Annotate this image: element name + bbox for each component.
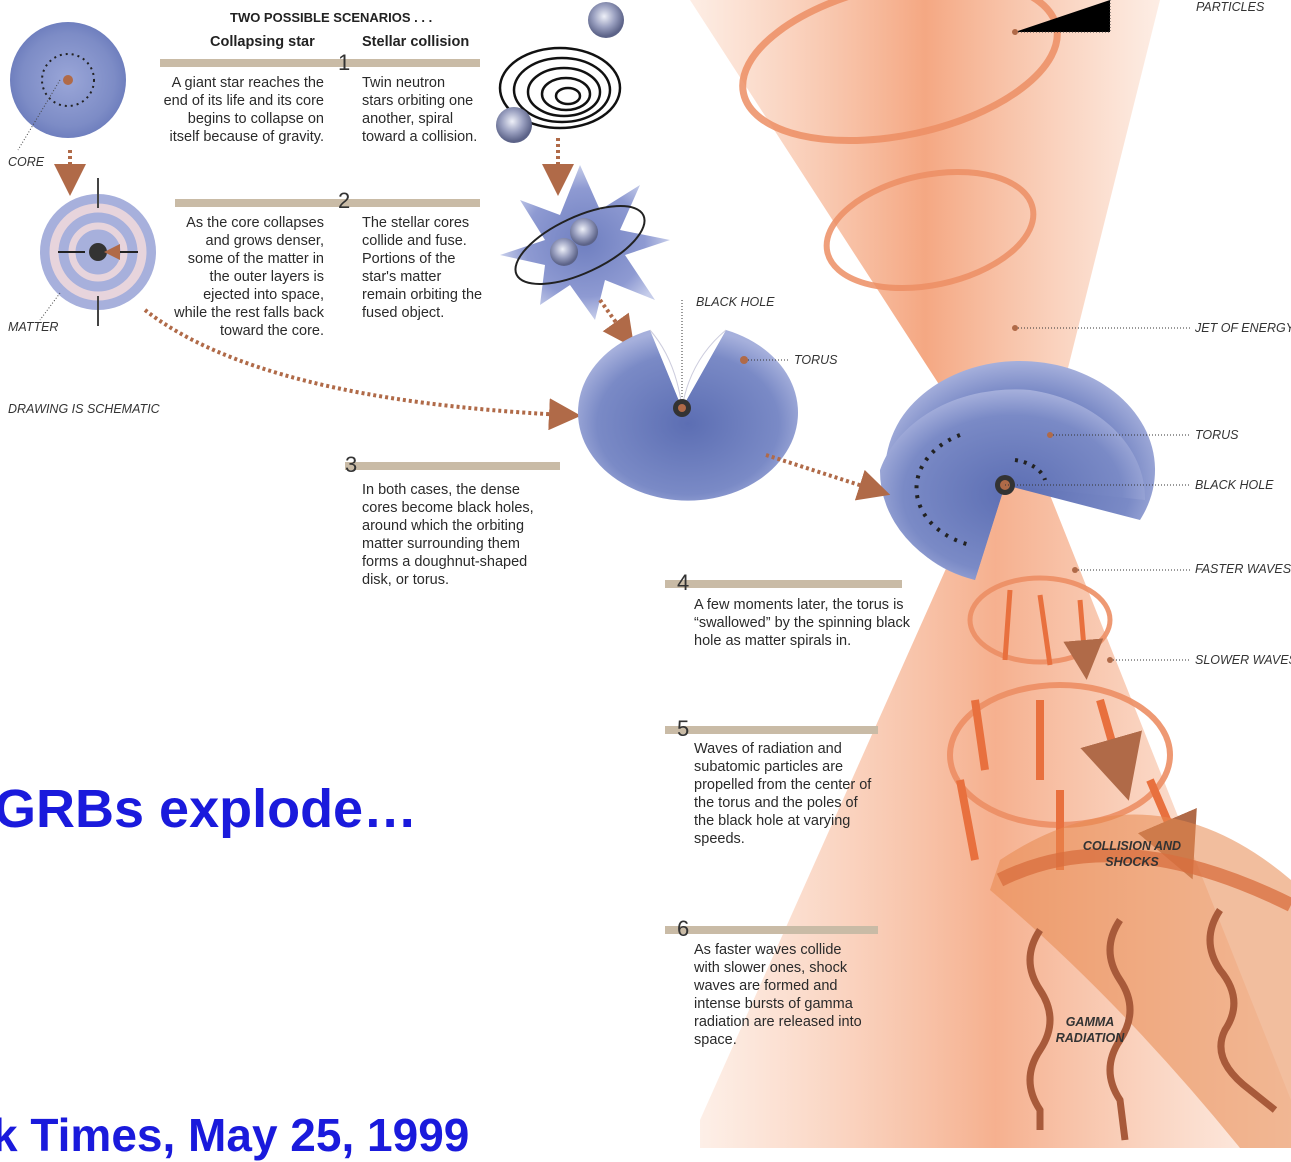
gamma-radiation-label: GAMMA RADIATION (1040, 1014, 1140, 1046)
step-3-number: 3 (345, 452, 357, 478)
matter-pointer (40, 293, 60, 320)
step-2-number: 2 (338, 188, 350, 214)
stellar-collision-heading: Stellar collision (362, 34, 469, 50)
step-4-text: A few moments later, the torus is “swall… (694, 596, 912, 650)
step-5-text: Waves of radiation and subatomic particl… (694, 740, 874, 848)
torus-label-right: TORUS (1195, 428, 1239, 442)
torus-label-middle: TORUS (794, 353, 838, 367)
black-hole-label-right: BLACK HOLE (1195, 478, 1274, 492)
collapsing-star-heading: Collapsing star (210, 34, 315, 50)
step-5-number: 5 (677, 716, 689, 742)
core-label: CORE (8, 155, 44, 169)
particles-label: PARTICLES (1196, 0, 1264, 14)
step-6-text: As faster waves collide with slower ones… (694, 941, 870, 1049)
faster-waves-label: FASTER WAVES (1195, 562, 1291, 576)
collision-and-shocks-label: COLLISION AND SHOCKS (1082, 838, 1182, 870)
slower-waves-label: SLOWER WAVES (1195, 653, 1291, 667)
arrow-torus-to-torus (766, 455, 875, 490)
step-2-right-text: The stellar cores collide and fuse. Port… (362, 214, 484, 322)
collapsing-star-1 (10, 22, 126, 138)
collision-burst (500, 165, 670, 320)
step-4-number: 4 (677, 570, 689, 596)
collapsing-star-2 (40, 178, 156, 326)
matter-label: MATTER (8, 320, 58, 334)
scenarios-title: TWO POSSIBLE SCENARIOS . . . (230, 10, 432, 25)
drawing-schematic-label: DRAWING IS SCHEMATIC (8, 402, 160, 416)
step-1-number: 1 (338, 50, 350, 76)
neutron-star-a (588, 2, 624, 38)
black-hole-label-middle: BLACK HOLE (696, 295, 775, 309)
headline: GRBs explode… (0, 778, 417, 840)
torus-middle-shape (578, 330, 798, 501)
step-1-right-text: Twin neutron stars orbiting one another,… (362, 74, 480, 146)
step-2-left-text: As the core collapses and grows denser, … (172, 214, 324, 340)
step-1-left-text: A giant star reaches the end of its life… (160, 74, 324, 146)
source-citation: k Times, May 25, 1999 (0, 1108, 469, 1162)
neutron-star-b (496, 107, 532, 143)
jet-of-energy-label: JET OF ENERGY (1195, 321, 1291, 335)
step-3-text: In both cases, the dense cores become bl… (362, 481, 556, 589)
step-6-number: 6 (677, 916, 689, 942)
